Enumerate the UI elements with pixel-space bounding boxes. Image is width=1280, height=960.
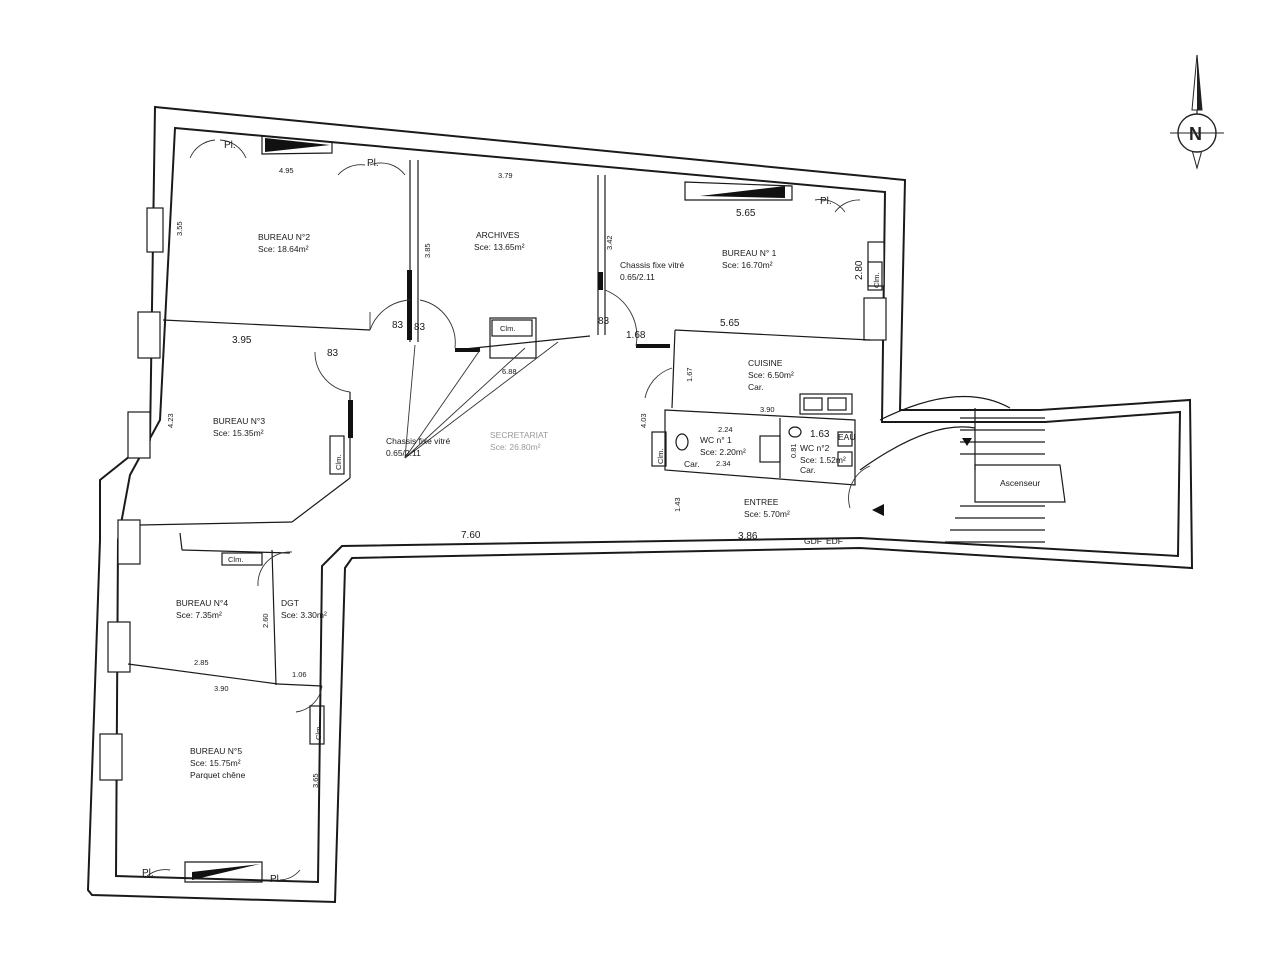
- stairwell: [859, 395, 1066, 543]
- room-bureau3-area: Sce: 15.35m²: [213, 428, 264, 438]
- room-cuisine-note: Car.: [748, 382, 764, 392]
- dimension: 4.95: [279, 166, 294, 175]
- room-archives-area: Sce: 13.65m²: [474, 242, 525, 252]
- dimension: 83: [598, 316, 610, 327]
- door-swings: [144, 139, 871, 881]
- room-wc2-area: Sce: 1.52m²: [800, 455, 846, 465]
- room-secretariat-name: SECRETARIAT: [490, 430, 548, 440]
- room-wc1-note: Car.: [684, 459, 700, 469]
- dimension: 3.90: [214, 684, 229, 693]
- edf-label: EDF: [826, 536, 843, 546]
- room-ascenseur-name: Ascenseur: [1000, 478, 1040, 488]
- dimension: 7.60: [461, 530, 481, 541]
- misc-labels: Chassis fixe vitré 0.65/2.11 Chassis fix…: [386, 260, 855, 546]
- room-wc1-area: Sce: 2.20m²: [700, 447, 746, 457]
- outer-walls: [86, 105, 1194, 904]
- room-cuisine-area: Sce: 6.50m²: [748, 370, 794, 380]
- dimension: 2.60: [261, 613, 270, 628]
- dimension: 2.80: [854, 260, 865, 280]
- room-entree-area: Sce: 5.70m²: [744, 509, 790, 519]
- chassis-dim-a: 0.65/2.11: [620, 272, 655, 282]
- dimension: 2.34: [716, 459, 731, 468]
- room-bureau1-name: BUREAU N° 1: [722, 248, 777, 258]
- room-wc2-note: Car.: [800, 465, 816, 475]
- dimension: 3.55: [175, 221, 184, 236]
- dimension: 1.63: [810, 429, 830, 440]
- dimension: 2.24: [718, 425, 733, 434]
- clm-label: Clm.: [334, 455, 343, 470]
- dimension: 6.88: [502, 367, 517, 376]
- clm-label: Clm.: [872, 273, 881, 288]
- compass-label: N: [1189, 124, 1202, 144]
- room-entree-name: ENTREE: [744, 497, 779, 507]
- chassis-label-a: Chassis fixe vitré: [620, 260, 685, 270]
- room-bureau1-area: Sce: 16.70m²: [722, 260, 773, 270]
- dimension: 3.86: [738, 531, 758, 542]
- clm-label: Clm.: [500, 324, 515, 333]
- dimension-labels: 4.95 3.79 5.65 3.55 3.85 3.42 2.80 83 83…: [166, 166, 865, 788]
- room-bureau5-note: Parquet chêne: [190, 770, 246, 780]
- dimension: 83: [327, 348, 339, 359]
- gdf-label: GDF: [804, 536, 822, 546]
- chassis-dim-b: 0.65/2.11: [386, 448, 421, 458]
- dimension: 2.85: [194, 658, 209, 667]
- dimension: 3.79: [498, 171, 513, 180]
- room-secretariat-area: Sce: 26.80m²: [490, 442, 541, 452]
- clm-label: Clm.: [656, 449, 665, 464]
- dimension: 1.06: [292, 670, 307, 679]
- room-bureau4-area: Sce: 7.35m²: [176, 610, 222, 620]
- compass-icon: N: [1170, 54, 1224, 170]
- clm-label: Clm.: [314, 725, 323, 740]
- room-wc1-name: WC n° 1: [700, 435, 732, 445]
- room-bureau2-area: Sce: 18.64m²: [258, 244, 309, 254]
- pl-label: Pl.: [270, 874, 282, 885]
- pl-label: Pl.: [820, 196, 832, 207]
- room-cuisine-name: CUISINE: [748, 358, 783, 368]
- room-dgt-name: DGT: [281, 598, 299, 608]
- dimension: 83: [414, 322, 426, 333]
- facade-windows: [99, 207, 887, 781]
- chimney-boxes: Clm. Clm. Clm. Clm. Clm. Clm.: [221, 261, 883, 745]
- dimension: 1.43: [673, 497, 682, 512]
- dimension: 4.23: [166, 413, 175, 428]
- fixtures: [675, 393, 853, 467]
- fireplaces: [184, 135, 793, 883]
- room-bureau2-name: BUREAU N°2: [258, 232, 310, 242]
- dimension: 0.81: [789, 443, 798, 458]
- dimension: 83: [392, 320, 404, 331]
- chassis-label-b: Chassis fixe vitré: [386, 436, 451, 446]
- dimension: 5.65: [720, 318, 740, 329]
- room-archives-name: ARCHIVES: [476, 230, 520, 240]
- dimension: 3.65: [311, 773, 320, 788]
- interior-walls: [127, 160, 871, 687]
- dimension: 4.03: [639, 413, 648, 428]
- dimension: 5.65: [736, 208, 756, 219]
- eau-label: EAU: [838, 432, 855, 442]
- room-bureau4-name: BUREAU N°4: [176, 598, 228, 608]
- dimension: 3.90: [760, 405, 775, 414]
- dimension: 1.68: [626, 330, 646, 341]
- dimension: 3.42: [605, 235, 614, 250]
- room-bureau5-name: BUREAU N°5: [190, 746, 242, 756]
- dimension: 1.67: [685, 367, 694, 382]
- pl-label: Pl.: [224, 140, 236, 151]
- dimension: 3.85: [423, 243, 432, 258]
- room-wc2-name: WC n°2: [800, 443, 830, 453]
- room-bureau3-name: BUREAU N°3: [213, 416, 265, 426]
- room-labels: BUREAU N°2 Sce: 18.64m² ARCHIVES Sce: 13…: [176, 230, 1040, 780]
- placard-labels: Pl. Pl. Pl. Pl. Pl.: [142, 140, 832, 885]
- dimension: 3.95: [232, 335, 252, 346]
- clm-label: Clm.: [228, 555, 243, 564]
- pl-label: Pl.: [142, 868, 154, 879]
- room-dgt-area: Sce: 3.30m²: [281, 610, 327, 620]
- pl-label: Pl.: [367, 158, 379, 169]
- room-bureau5-area: Sce: 15.75m²: [190, 758, 241, 768]
